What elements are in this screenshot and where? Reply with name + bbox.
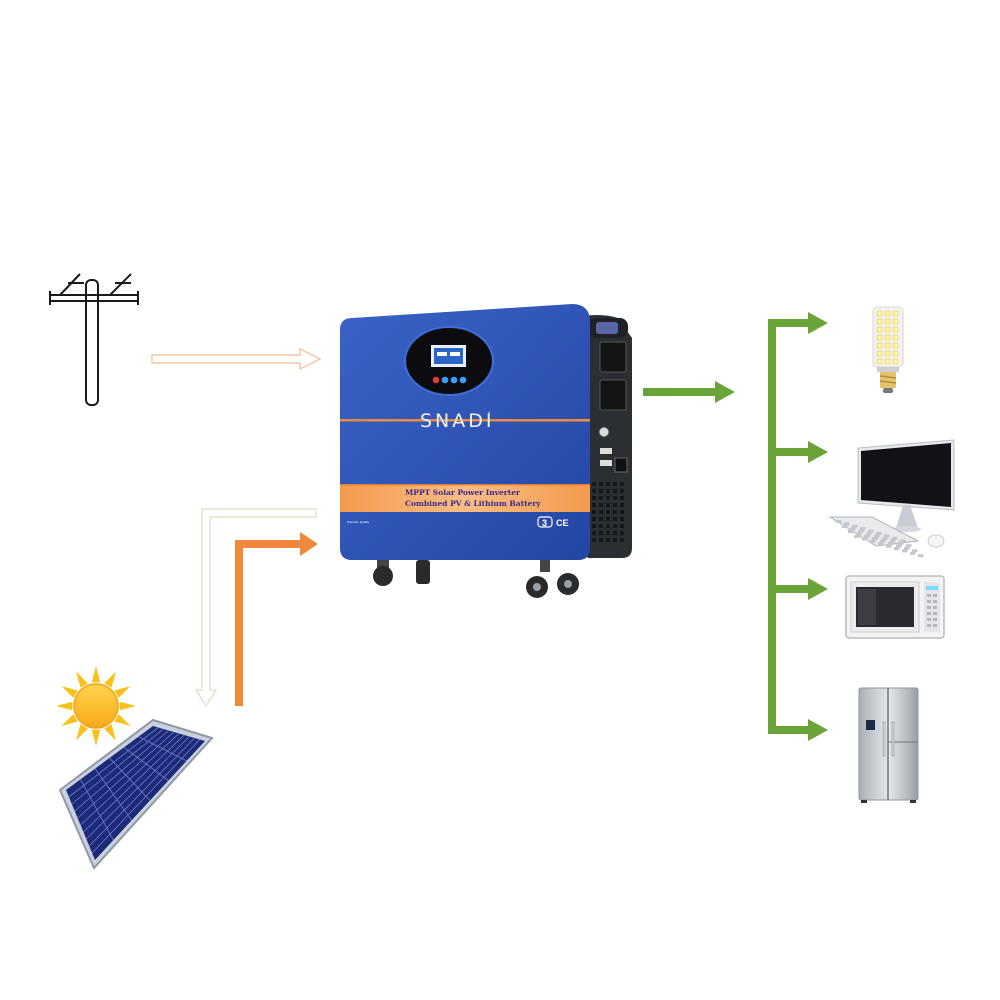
load-distribution-bus — [768, 312, 828, 741]
band-title: MPPT Solar Power Inverter — [405, 488, 521, 497]
ac-outlet-1 — [600, 342, 626, 372]
control-button-1 — [433, 377, 440, 384]
grid-to-inverter-arrow — [152, 349, 320, 369]
band-subtitle: Combined PV & Lithium Battery — [405, 499, 541, 508]
dc-port — [615, 458, 627, 472]
ce-mark: CE — [556, 518, 569, 528]
ac-outlet-2 — [600, 380, 626, 410]
control-button-2 — [442, 377, 449, 384]
microwave-oven-icon — [846, 576, 944, 638]
premium-badge: Premium Quality — [347, 520, 370, 524]
led-bulb-icon — [873, 307, 903, 393]
mark-number: 3 — [542, 518, 547, 528]
inverter-to-loads-arrow — [643, 381, 735, 403]
inverter-unit: SNADI ® MPPT Solar Power Inverter Combin… — [340, 304, 632, 598]
solar-to-inverter-arrow — [235, 532, 318, 706]
refrigerator-icon — [859, 688, 918, 803]
brand-name: SNADI — [420, 410, 495, 432]
inverter-to-solar-arrow — [196, 509, 316, 706]
desktop-computer-icon — [830, 440, 954, 557]
control-button-3 — [451, 377, 458, 384]
utility-pole-icon — [50, 274, 138, 405]
usb-port-2 — [600, 460, 612, 466]
inverter-wheels — [373, 560, 579, 598]
solar-panel-icon — [60, 720, 212, 868]
control-button-4 — [460, 377, 467, 384]
power-switch — [599, 427, 609, 437]
sun-icon — [56, 666, 136, 746]
usb-port-1 — [600, 448, 612, 454]
